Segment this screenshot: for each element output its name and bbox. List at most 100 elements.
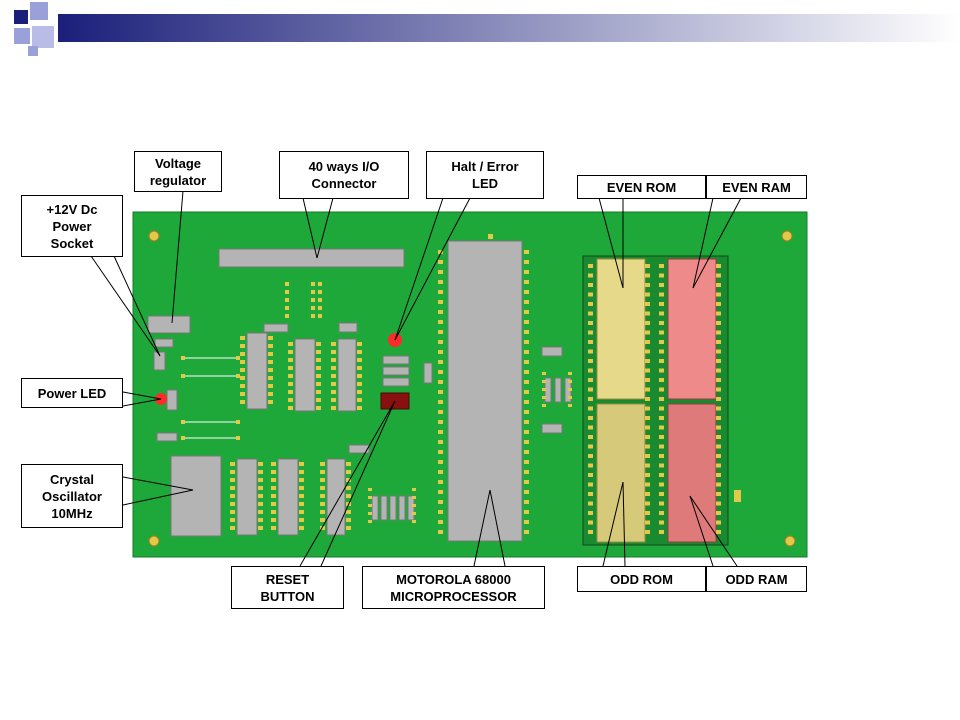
odd-rom-chip bbox=[596, 403, 646, 543]
solder-pad bbox=[645, 340, 650, 344]
solder-pad bbox=[588, 359, 593, 363]
solder-pad bbox=[230, 526, 235, 530]
solder-pad bbox=[240, 360, 245, 364]
solder-pad bbox=[299, 502, 304, 506]
solder-pad bbox=[288, 350, 293, 354]
solder-pad bbox=[357, 342, 362, 346]
solder-pad bbox=[659, 473, 664, 477]
solder-pad bbox=[716, 520, 721, 525]
pointer-line bbox=[316, 197, 334, 259]
solder-pad bbox=[311, 290, 315, 294]
corner-square-dark bbox=[14, 10, 28, 24]
solder-pad bbox=[331, 374, 336, 378]
solder-pad bbox=[316, 358, 321, 362]
solder-pad bbox=[659, 492, 664, 496]
pointer-line bbox=[692, 197, 714, 289]
solder-pad bbox=[588, 511, 593, 515]
resistor-array bbox=[382, 366, 410, 376]
solder-pad bbox=[645, 416, 650, 420]
solder-pad bbox=[568, 388, 572, 391]
logic-ic bbox=[277, 458, 299, 536]
solder-pad bbox=[230, 486, 235, 490]
solder-pad bbox=[542, 396, 546, 399]
solder-pad bbox=[716, 444, 721, 449]
solder-pad bbox=[318, 298, 322, 302]
resistor bbox=[371, 495, 379, 521]
voltage-regulator-label: Voltage regulator bbox=[134, 151, 222, 192]
solder-pad bbox=[645, 264, 650, 268]
solder-pad bbox=[438, 260, 443, 264]
pointer-line bbox=[692, 197, 742, 289]
solder-pad bbox=[438, 460, 443, 464]
solder-pad bbox=[659, 397, 664, 401]
solder-pad bbox=[524, 370, 529, 374]
solder-pad bbox=[588, 435, 593, 439]
solder-pad bbox=[285, 314, 289, 318]
solder-pad bbox=[331, 342, 336, 346]
solder-pad bbox=[645, 302, 650, 306]
solder-pad bbox=[346, 510, 351, 514]
solder-pad bbox=[659, 530, 664, 534]
solder-pad bbox=[588, 425, 593, 430]
solder-pad bbox=[524, 450, 529, 454]
solder-pad bbox=[659, 406, 664, 411]
solder-pad bbox=[320, 470, 325, 474]
solder-pad bbox=[588, 340, 593, 344]
even-rom-label: EVEN ROM bbox=[577, 175, 706, 199]
solder-pad bbox=[271, 526, 276, 530]
solder-pad bbox=[357, 366, 362, 370]
solder-pad bbox=[230, 502, 235, 506]
solder-pad bbox=[299, 470, 304, 474]
solder-pad bbox=[346, 526, 351, 530]
solder-pad bbox=[524, 380, 529, 384]
solder-pad bbox=[236, 420, 240, 424]
solder-pad bbox=[588, 321, 593, 325]
resistor bbox=[398, 495, 406, 521]
solder-pad bbox=[645, 330, 650, 335]
solder-pad bbox=[268, 376, 273, 380]
solder-pad bbox=[285, 306, 289, 310]
solder-pad bbox=[240, 368, 245, 372]
solder-pad bbox=[659, 501, 664, 506]
solder-pad bbox=[258, 510, 263, 514]
pointer-lines bbox=[90, 190, 742, 567]
solder-pad bbox=[645, 473, 650, 477]
solder-pad bbox=[230, 510, 235, 514]
solder-pad bbox=[438, 370, 443, 374]
solder-pad bbox=[659, 359, 664, 363]
solder-pad bbox=[524, 260, 529, 264]
solder-pad bbox=[271, 478, 276, 482]
solder-pad bbox=[659, 330, 664, 335]
solder-pad bbox=[524, 390, 529, 394]
solder-pad bbox=[258, 486, 263, 490]
solder-pad bbox=[181, 374, 185, 378]
solder-pad bbox=[659, 368, 664, 373]
solder-pad bbox=[318, 306, 322, 310]
solder-pad bbox=[716, 378, 721, 382]
solder-pad bbox=[271, 486, 276, 490]
solder-pad bbox=[588, 330, 593, 335]
solder-pad bbox=[181, 436, 185, 440]
solder-pad bbox=[659, 378, 664, 382]
solder-pad bbox=[716, 482, 721, 487]
solder-pad bbox=[438, 450, 443, 454]
solder-pad bbox=[320, 494, 325, 498]
solder-pad bbox=[716, 264, 721, 268]
solder-pad bbox=[524, 320, 529, 324]
solder-pad bbox=[288, 382, 293, 386]
solder-pad bbox=[311, 298, 315, 302]
logic-ic bbox=[236, 458, 258, 536]
solder-pad bbox=[716, 302, 721, 306]
solder-pad bbox=[357, 350, 362, 354]
solder-pad bbox=[288, 390, 293, 394]
resistor bbox=[554, 377, 562, 403]
solder-pad bbox=[438, 490, 443, 494]
header-bar bbox=[58, 14, 960, 42]
solder-pad bbox=[524, 420, 529, 424]
solder-pad bbox=[230, 518, 235, 522]
solder-pad bbox=[258, 502, 263, 506]
solder-pad bbox=[524, 440, 529, 444]
solder-pad bbox=[258, 494, 263, 498]
solder-pad bbox=[645, 435, 650, 439]
